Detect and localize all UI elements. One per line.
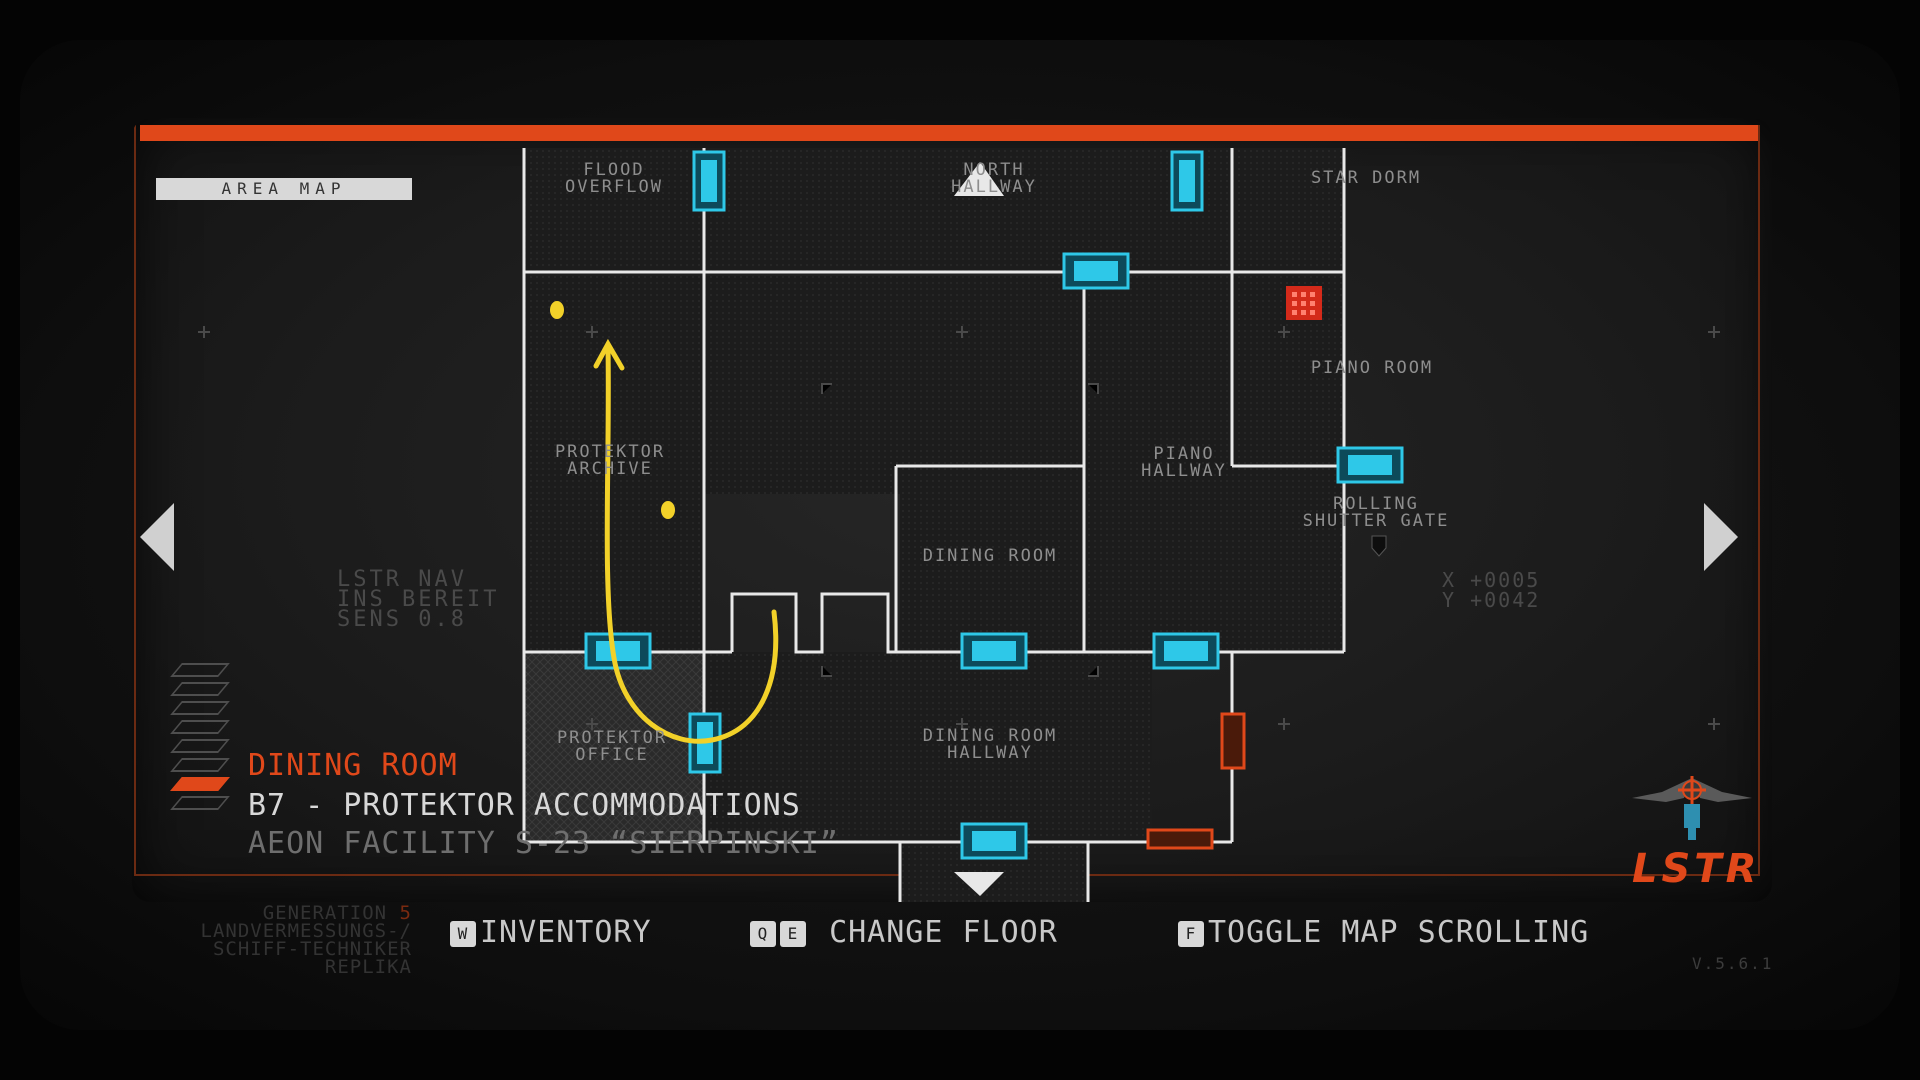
room-north-hallway: [704, 148, 1160, 272]
current-floor-name: B7 - PROTEKTOR ACCOMMODATIONS: [248, 788, 801, 823]
generation-line: SCHIFF-TECHNIKER: [212, 938, 412, 960]
floor-key-q: Q: [750, 920, 776, 947]
room-label: PROTEKTOR OFFICE: [556, 728, 668, 765]
lstr-logo-text: LSTR: [1632, 846, 1761, 892]
nav-status-line: SENS 0.8: [337, 607, 467, 632]
door-icon: [1336, 446, 1404, 484]
generation-info: GENERATION 5 LANDVERMESSUNGS-/ SCHIFF-TE…: [112, 902, 412, 978]
save-room-icon: [1286, 286, 1322, 320]
nav-status-line: INS BEREIT: [337, 587, 500, 612]
inventory-key: W: [450, 920, 476, 947]
room-label: PIANO HALLWAY: [1141, 444, 1227, 481]
generation-line: REPLIKA: [324, 956, 412, 978]
facility-name: AEON FACILITY S-23 “SIERPINSKI”: [248, 826, 839, 861]
area-map-tag: AREA MAP: [156, 178, 412, 200]
area-map[interactable]: [132, 118, 1772, 902]
inventory-label: INVENTORY: [480, 915, 652, 950]
current-room-name: DINING ROOM: [248, 748, 458, 783]
room-protektor-office: [524, 652, 704, 842]
room-flood-overflow: [524, 148, 704, 272]
exit-up-arrow-icon[interactable]: [954, 162, 1004, 196]
door-icon: [1170, 150, 1204, 212]
coord-x: X +0005: [1442, 568, 1541, 592]
arrow-right-icon[interactable]: [1704, 503, 1738, 571]
door-icon: [1062, 252, 1130, 290]
door-icon: [688, 712, 722, 774]
coord-y: Y +0042: [1442, 588, 1541, 612]
yellow-route-annotation: [593, 338, 779, 744]
map-doors: [584, 150, 1404, 860]
room-label: PIANO ROOM: [1310, 358, 1434, 378]
room-label: PROTEKTOR ARCHIVE: [554, 442, 666, 479]
door-icon: [1152, 632, 1220, 670]
yellow-dot-annotation: [661, 501, 675, 519]
room-label: ROLLING SHUTTER GATE: [1302, 494, 1450, 531]
room-label: STAR DORM: [1310, 168, 1422, 188]
version-label: V.5.6.1: [1692, 954, 1774, 973]
accent-top-bar: [140, 125, 1760, 141]
change-floor-label: CHANGE FLOOR: [829, 915, 1058, 950]
generation-line: GENERATION 5: [262, 902, 412, 924]
door-icon: [692, 150, 726, 212]
room-label: DINING ROOM HALLWAY: [922, 726, 1058, 763]
door-icon: [960, 632, 1028, 670]
door-icon: [960, 822, 1028, 860]
room-label: NORTH HALLWAY: [951, 160, 1037, 197]
room-label: FLOOD OVERFLOW: [565, 160, 663, 197]
nav-status: LSTR NAV INS BEREIT SENS 0.8: [337, 567, 500, 632]
locked-door-icon: [1146, 828, 1214, 850]
coordinates-readout: X +0005 Y +0042: [1442, 570, 1540, 610]
scroll-key: F: [1178, 920, 1204, 947]
lstr-emblem-icon: [1632, 776, 1752, 840]
crt-screen: AREA MAP LSTR NAV INS BEREIT SENS 0.8 X …: [132, 118, 1772, 902]
room-dining-room: [900, 466, 1088, 652]
player-marker-icon: [1371, 535, 1387, 557]
map-crosshairs: [198, 326, 1720, 730]
exit-down-arrow-icon[interactable]: [954, 872, 1004, 896]
yellow-dot-annotation: [550, 301, 564, 319]
door-icon: [584, 632, 652, 670]
floor-key-e: E: [780, 920, 806, 947]
toggle-scroll-label: TOGGLE MAP SCROLLING: [1208, 915, 1590, 950]
map-rooms: [524, 148, 1344, 902]
room-dining-room-hallway: [704, 652, 1152, 842]
room-central-void: [704, 276, 1088, 494]
arrow-left-icon[interactable]: [140, 503, 174, 571]
room-protektor-archive: [524, 276, 704, 652]
generation-line: LANDVERMESSUNGS-/: [200, 920, 412, 942]
room-label: DINING ROOM: [922, 546, 1058, 566]
nav-status-line: LSTR NAV: [337, 567, 467, 592]
locked-door-icon: [1220, 712, 1246, 770]
